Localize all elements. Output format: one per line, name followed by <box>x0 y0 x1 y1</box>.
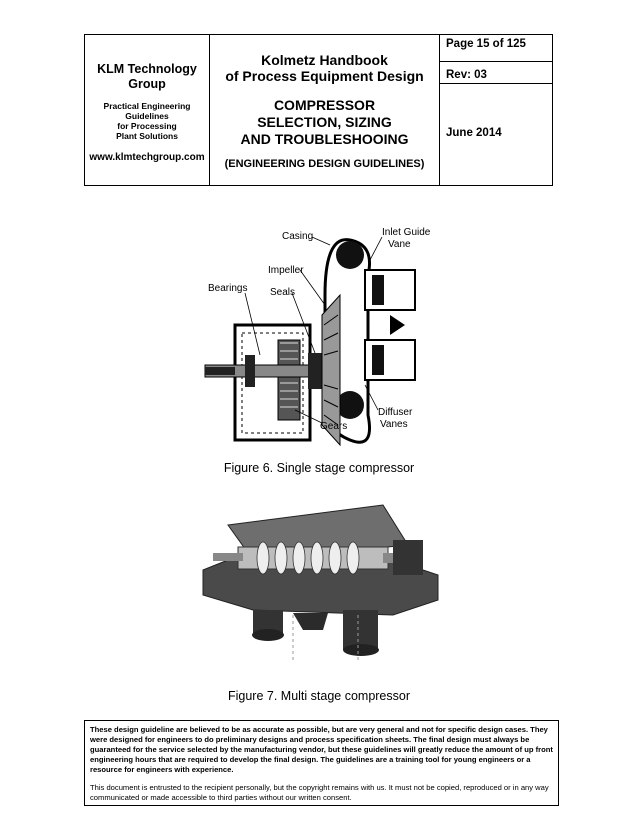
label-diffuser: Diffuser <box>378 407 413 418</box>
disclaimer-box: These design guideline are believed to b… <box>84 720 559 806</box>
document-topic: COMPRESSOR SELECTION, SIZING AND TROUBLE… <box>240 97 409 147</box>
revision: Rev: 03 <box>440 62 552 84</box>
label-seals: Seals <box>270 287 295 298</box>
label-bearings: Bearings <box>208 283 247 294</box>
document-date: June 2014 <box>446 127 502 139</box>
label-gears: Gears <box>320 421 347 432</box>
single-stage-compressor-image: Casing Inlet Guide Vane Impeller Bearing… <box>200 215 440 455</box>
figure7-caption: Figure 7. Multi stage compressor <box>227 689 410 703</box>
disclaimer-text: These design guideline are believed to b… <box>90 725 553 774</box>
company-website: www.klmtechgroup.com <box>89 152 205 163</box>
title-column: Kolmetz Handbook of Process Equipment De… <box>210 35 440 185</box>
label-vanes: Vanes <box>380 419 408 430</box>
page-number: Page 15 of 125 <box>440 35 552 62</box>
figure6-caption: Figure 6. Single stage compressor <box>223 461 415 475</box>
copyright-text: This document is entrusted to the recipi… <box>90 783 549 802</box>
label-vane: Vane <box>388 239 411 250</box>
document-subtopic: (ENGINEERING DESIGN GUIDELINES) <box>224 158 425 170</box>
label-casing: Casing <box>282 231 313 242</box>
label-impeller: Impeller <box>268 265 304 276</box>
company-column: KLM Technology Group Practical Engineeri… <box>85 35 210 185</box>
handbook-title: Kolmetz Handbook of Process Equipment De… <box>225 52 424 84</box>
company-tagline: Practical Engineering Guidelines for Pro… <box>103 101 191 141</box>
document-header: KLM Technology Group Practical Engineeri… <box>84 34 553 186</box>
label-inlet-guide: Inlet Guide <box>382 227 431 238</box>
multi-stage-compressor-image <box>193 485 443 665</box>
meta-column: Page 15 of 125 Rev: 03 June 2014 <box>440 35 552 185</box>
company-name: KLM Technology Group <box>97 62 197 91</box>
